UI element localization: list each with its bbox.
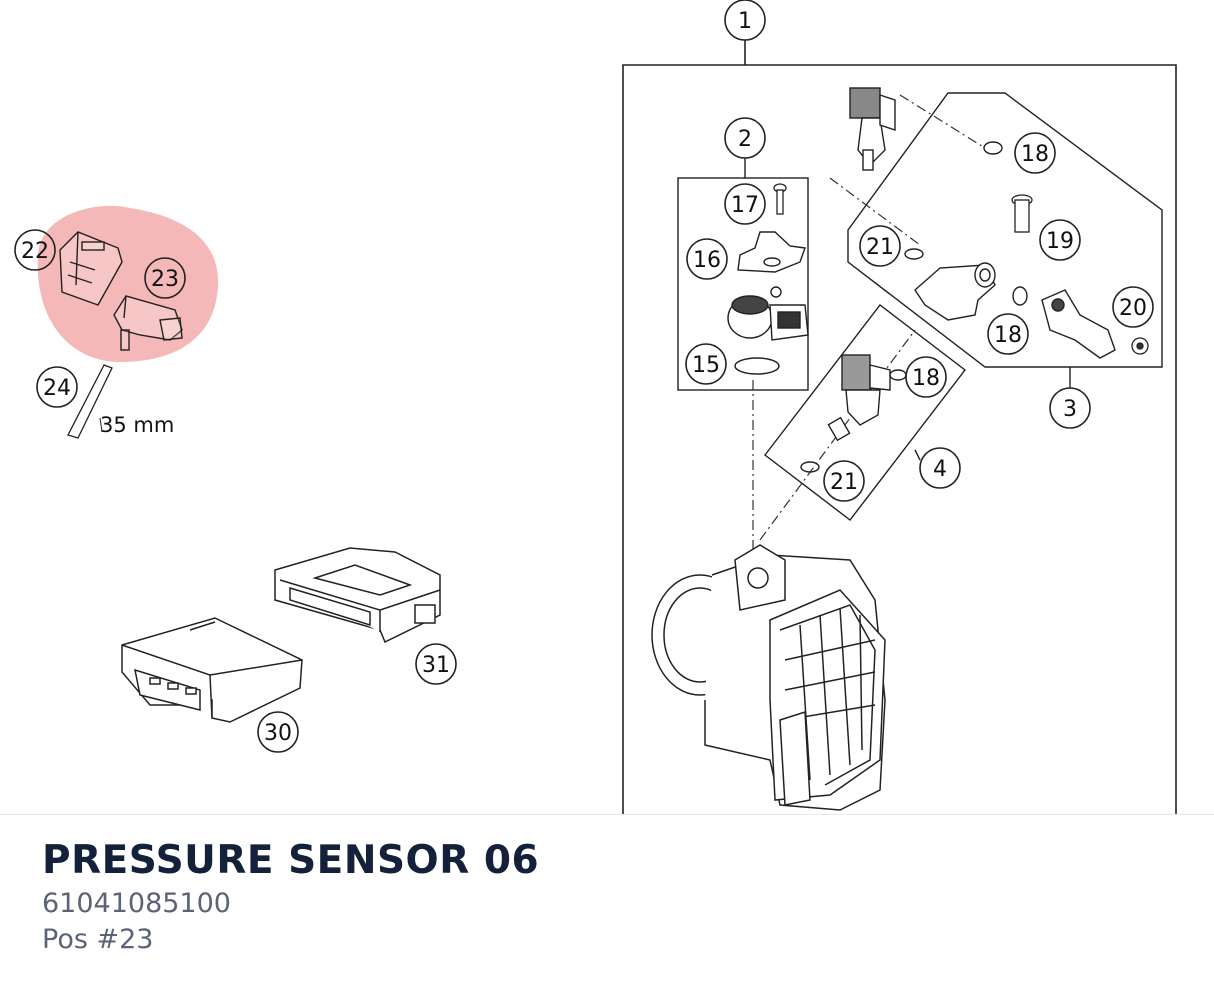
highlight-region bbox=[37, 205, 219, 362]
sensor-2-drawing bbox=[727, 286, 809, 341]
connector-22-drawing bbox=[59, 231, 123, 306]
bolt-20-drawing bbox=[1131, 337, 1149, 355]
callout-1-label: 1 bbox=[738, 9, 752, 34]
valve-3-drawing bbox=[1041, 289, 1116, 359]
callout-30-label: 30 bbox=[264, 721, 292, 746]
seal-21-3-drawing bbox=[904, 248, 924, 260]
callout-23: 23 bbox=[144, 257, 186, 299]
pressure-sensor-23-drawing bbox=[113, 295, 183, 351]
screw-17-drawing bbox=[773, 183, 787, 215]
hose-24-drawing bbox=[67, 364, 113, 439]
part-title: PRESSURE SENSOR 06 bbox=[42, 838, 540, 883]
callout-17: 17 bbox=[724, 183, 766, 225]
subassembly-box-2 bbox=[677, 158, 809, 391]
callout-15-label: 15 bbox=[692, 353, 720, 378]
callout-3: 3 bbox=[1049, 387, 1091, 429]
callout-20-label: 20 bbox=[1119, 296, 1147, 321]
exploded-parts-diagram: 35 mm 1 2 17 16 15 18 21 19 20 18 bbox=[14, 0, 1177, 814]
throttle-sensor-3-drawing bbox=[914, 262, 996, 321]
callout-31: 31 bbox=[415, 643, 457, 685]
seal-21-4-drawing bbox=[800, 461, 820, 473]
subassembly-box-3 bbox=[847, 92, 1163, 388]
seal-18-3-drawing bbox=[983, 141, 1028, 306]
pin-19-drawing bbox=[1011, 194, 1033, 233]
ecu-holder-31-drawing bbox=[274, 547, 441, 644]
callout-1: 1 bbox=[724, 0, 766, 41]
callout-21-low: 21 bbox=[823, 460, 865, 502]
callout-18-mid: 18 bbox=[987, 313, 1029, 355]
callout-4: 4 bbox=[919, 447, 961, 489]
callout-18-low: 18 bbox=[905, 356, 947, 398]
callout-24: 24 bbox=[36, 366, 78, 408]
throttle-body-drawing bbox=[651, 544, 886, 811]
callout-17-label: 17 bbox=[731, 193, 759, 218]
callout-24-label: 24 bbox=[43, 376, 71, 401]
ecu-30-drawing bbox=[121, 617, 303, 723]
callout-3-label: 3 bbox=[1063, 397, 1077, 422]
callout-4-label: 4 bbox=[933, 457, 947, 482]
dimension-leader bbox=[99, 417, 103, 433]
callout-16: 16 bbox=[686, 238, 728, 280]
injector-4-drawing bbox=[827, 354, 891, 442]
seal-18-4-drawing bbox=[889, 369, 907, 381]
part-number: 61041085100 bbox=[42, 888, 231, 919]
callout-16-label: 16 bbox=[693, 248, 721, 273]
callout-21-top: 21 bbox=[859, 225, 901, 267]
callout-31-label: 31 bbox=[422, 653, 450, 678]
o-ring-15-drawing bbox=[734, 357, 780, 375]
callout-19: 19 bbox=[1039, 219, 1081, 261]
part-caption: PRESSURE SENSOR 06 61041085100 Pos #23 bbox=[42, 836, 1182, 958]
callout-18-top-label: 18 bbox=[1021, 142, 1049, 167]
callout-21-top-label: 21 bbox=[866, 235, 894, 260]
dimension-label: 35 mm bbox=[100, 413, 174, 437]
callout-18-low-label: 18 bbox=[912, 366, 940, 391]
part-position: Pos #23 bbox=[42, 924, 154, 955]
callout-21-low-label: 21 bbox=[830, 470, 858, 495]
bracket-16-drawing bbox=[737, 231, 806, 273]
callout-18-top: 18 bbox=[1014, 132, 1056, 174]
assembly-axis-lines bbox=[752, 94, 986, 550]
callout-22-label: 22 bbox=[21, 239, 49, 264]
callout-20: 20 bbox=[1112, 286, 1154, 328]
callout-22: 22 bbox=[14, 229, 56, 271]
injector-top-drawing bbox=[849, 87, 896, 171]
assembly-frame bbox=[622, 40, 1177, 814]
callout-15: 15 bbox=[685, 343, 727, 385]
callout-30: 30 bbox=[257, 711, 299, 753]
callout-18-mid-label: 18 bbox=[994, 323, 1022, 348]
callout-2-label: 2 bbox=[738, 127, 752, 152]
caption-divider bbox=[0, 814, 1214, 815]
callout-23-label: 23 bbox=[151, 267, 179, 292]
callout-2: 2 bbox=[724, 117, 766, 159]
callout-19-label: 19 bbox=[1046, 229, 1074, 254]
